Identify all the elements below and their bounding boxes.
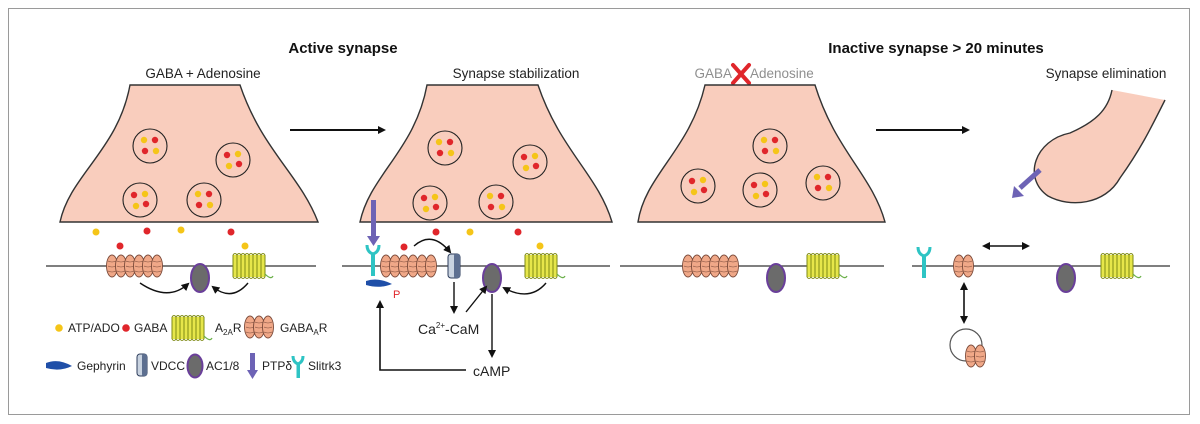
calcium-calmodulin-label: Ca2+-CaM	[418, 321, 479, 337]
inactive-synapse-heading: Inactive synapse > 20 minutes	[828, 40, 1044, 57]
legend-gephyrin-label: Gephyrin	[77, 359, 126, 373]
camp-label: cAMP	[473, 363, 510, 379]
gabaa-receptor-2	[381, 255, 437, 277]
feedback-arrow	[376, 300, 466, 371]
legend-gaba-marker	[122, 324, 130, 332]
gaba-caption-inactive: GABA	[694, 66, 732, 81]
legend-vdcc-label: VDCC	[151, 359, 185, 373]
active-synapse-heading: Active synapse	[288, 40, 397, 57]
gabaa-receptor-3	[683, 255, 739, 277]
released-transmitters-1	[92, 226, 249, 250]
presynaptic-terminal-2	[359, 84, 613, 223]
endocytic-vesicle	[949, 328, 986, 368]
legend-ac-marker	[186, 353, 204, 379]
legend-a2a-label: A2AR	[215, 321, 242, 337]
legend-slitrk-marker	[291, 355, 305, 378]
legend-gaba-label: GABA	[134, 321, 167, 335]
synapse-stabilization-caption: Synapse stabilization	[453, 66, 580, 81]
gabaa-receptor-1	[107, 255, 163, 277]
legend-ptp-marker	[247, 353, 258, 379]
ptp-delta-2	[367, 200, 380, 246]
retracting-terminal	[1033, 89, 1166, 204]
synapse-elimination-caption: Synapse elimination	[1046, 66, 1167, 81]
adenylyl-cyclase-1	[190, 263, 210, 293]
legend-a2a-marker	[171, 314, 213, 342]
released-transmitters-2	[400, 228, 544, 251]
ptp-delta-4	[1012, 168, 1042, 198]
slitrk3-2	[365, 243, 381, 278]
absent-cross-icon	[731, 63, 751, 85]
legend-atp-ado-label: ATP/ADO	[68, 321, 120, 335]
figure-frame	[8, 8, 1190, 415]
phospho-label: P	[393, 289, 400, 301]
presynaptic-terminal-3	[637, 84, 886, 223]
legend-gabaa-marker	[244, 315, 274, 339]
legend-gabaa-label: GABAAR	[280, 321, 328, 337]
legend-slitrk-label: Slitrk3	[308, 359, 342, 373]
presynaptic-terminal-1	[59, 84, 320, 223]
legend-vdcc-marker	[136, 353, 148, 377]
gaba-adenosine-caption: GABA + Adenosine	[145, 66, 260, 81]
gephyrin-2	[366, 279, 392, 287]
legend-gephyrin-marker	[46, 361, 72, 370]
adenylyl-cyclase-3	[766, 263, 786, 293]
gabaa-receptor-4	[953, 254, 974, 278]
legend-ptp-label: PTPδ	[262, 359, 292, 373]
adenylyl-cyclase-4	[1056, 263, 1076, 293]
slitrk3-4	[916, 245, 932, 280]
legend: ATP/ADO GABA A2AR GABAAR Gephyrin VDCC A…	[46, 314, 342, 379]
legend-ac-label: AC1/8	[206, 359, 240, 373]
vdcc-2	[447, 253, 461, 279]
adenosine-caption-inactive: Adenosine	[750, 66, 814, 81]
legend-atp-ado-marker	[55, 324, 63, 332]
